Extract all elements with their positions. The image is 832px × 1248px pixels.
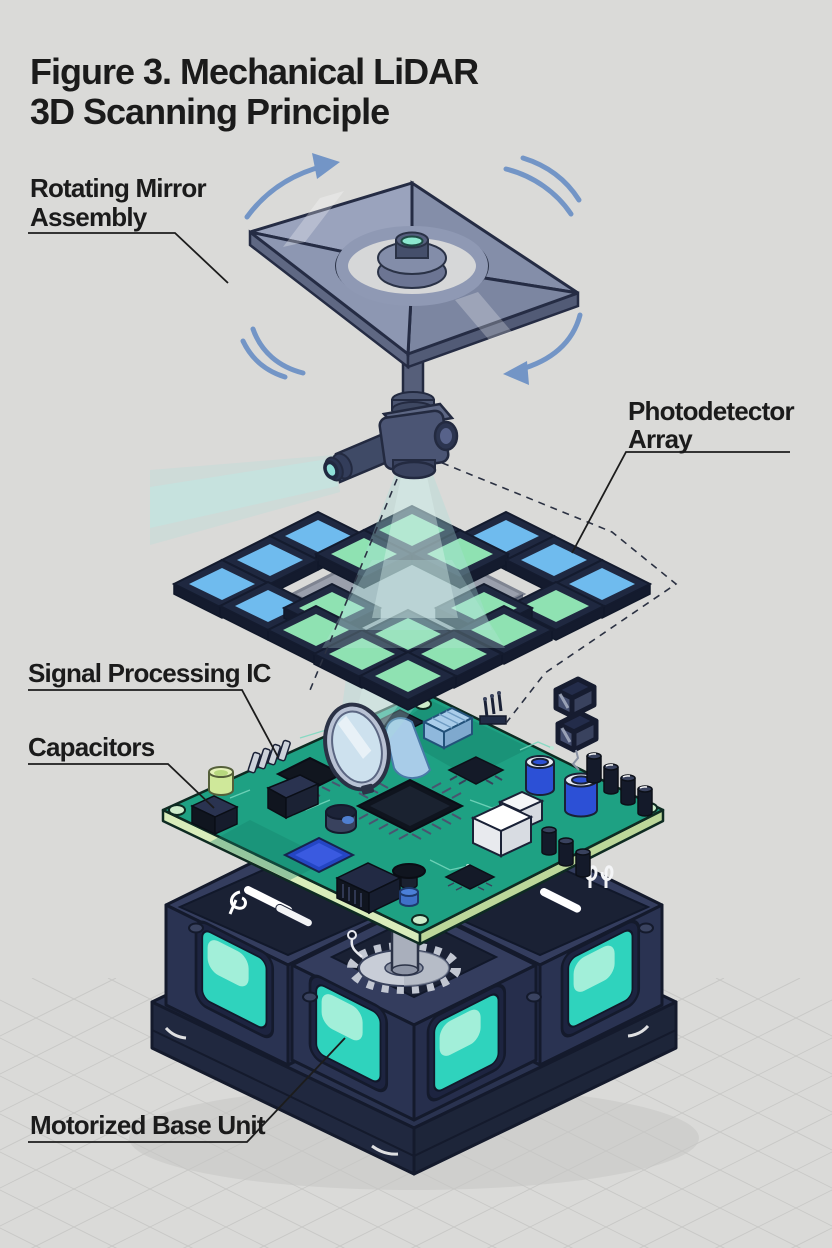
rotation-arrow-bottom-left xyxy=(250,326,306,376)
white-relay xyxy=(470,790,545,858)
green-capacitor xyxy=(208,766,234,796)
laser-aperture xyxy=(400,235,424,247)
title-line-1: Figure 3. Mechanical LiDAR xyxy=(30,51,479,92)
rotation-arrows xyxy=(240,153,583,385)
rotating-mirror-assembly xyxy=(248,180,580,370)
main-processor-qfp xyxy=(355,778,465,840)
electrolytic-capacitor-blue xyxy=(525,755,598,818)
io-connector xyxy=(335,862,402,915)
capacitors-leader-line xyxy=(28,763,215,809)
emitter-window xyxy=(426,983,507,1102)
round-capacitor xyxy=(325,804,357,834)
vent-marks xyxy=(164,1024,650,1156)
signal-processing-leader-line xyxy=(28,689,279,758)
label-capacitors: Capacitors xyxy=(28,732,215,809)
photodetector-label-line1: Photodetector xyxy=(628,396,795,426)
mirror-streak xyxy=(283,191,344,247)
rotating-mirror-label-line1: Rotating Mirror xyxy=(30,173,206,203)
standoff-post xyxy=(392,863,426,907)
label-photodetector: Photodetector Array xyxy=(571,396,795,554)
rotation-arrow-top-right xyxy=(503,166,574,217)
capacitors-label: Capacitors xyxy=(28,732,155,762)
laser-emitter xyxy=(323,350,459,484)
rotating-mirror-leader-line xyxy=(28,232,229,284)
emitter-window xyxy=(194,920,275,1039)
emitter-window xyxy=(560,919,641,1038)
dashed-sight-lines xyxy=(307,457,678,728)
bga-chip-blue xyxy=(282,836,356,874)
label-signal-processing-ic: Signal Processing IC xyxy=(28,658,279,758)
title-line-2: 3D Scanning Principle xyxy=(30,91,389,132)
label-rotating-mirror: Rotating Mirror Assembly xyxy=(28,173,229,284)
bracket-component xyxy=(266,774,320,820)
motorized-base-label: Motorized Base Unit xyxy=(30,1110,266,1140)
laser-beams xyxy=(150,455,505,648)
capacitor-row-black xyxy=(541,752,653,878)
rotation-arrowhead-icon xyxy=(312,153,340,179)
rotation-arrow-bottom-left-2 xyxy=(240,338,288,380)
qfp-chip-right xyxy=(447,756,505,785)
photodiode-packages xyxy=(553,676,599,771)
emitter-window xyxy=(308,974,389,1093)
figure-title: Figure 3. Mechanical LiDAR 3D Scanning P… xyxy=(30,51,480,132)
motorized-base-unit xyxy=(150,843,678,1176)
mirror-streak xyxy=(455,292,512,340)
pcb-board xyxy=(161,690,665,946)
photodetector-leader-line xyxy=(571,451,790,554)
capacitor-block xyxy=(190,795,239,836)
rotation-arrow-bottom-right xyxy=(515,312,583,373)
small-chip xyxy=(444,864,496,891)
photodetector-label-line2: Array xyxy=(628,424,693,454)
photodetector-array xyxy=(171,504,653,711)
detector-tiles xyxy=(171,504,653,711)
label-motorized-base: Motorized Base Unit xyxy=(28,1037,346,1143)
signal-processing-label: Signal Processing IC xyxy=(28,658,272,688)
rotation-arrow-top-left xyxy=(244,163,327,220)
pcb-lens xyxy=(323,702,391,795)
signal-processing-ic-chip xyxy=(247,739,291,774)
rotation-arrowhead-icon xyxy=(503,361,529,385)
spring-clip-icon xyxy=(228,865,614,928)
motorized-base-leader-line xyxy=(28,1037,346,1143)
rotating-mirror-label-line2: Assembly xyxy=(30,202,148,232)
rotation-arrow-top-right-2 xyxy=(520,155,582,203)
heatsink-connector xyxy=(421,706,475,750)
pin-header xyxy=(479,691,507,725)
blue-bracket xyxy=(385,717,432,779)
